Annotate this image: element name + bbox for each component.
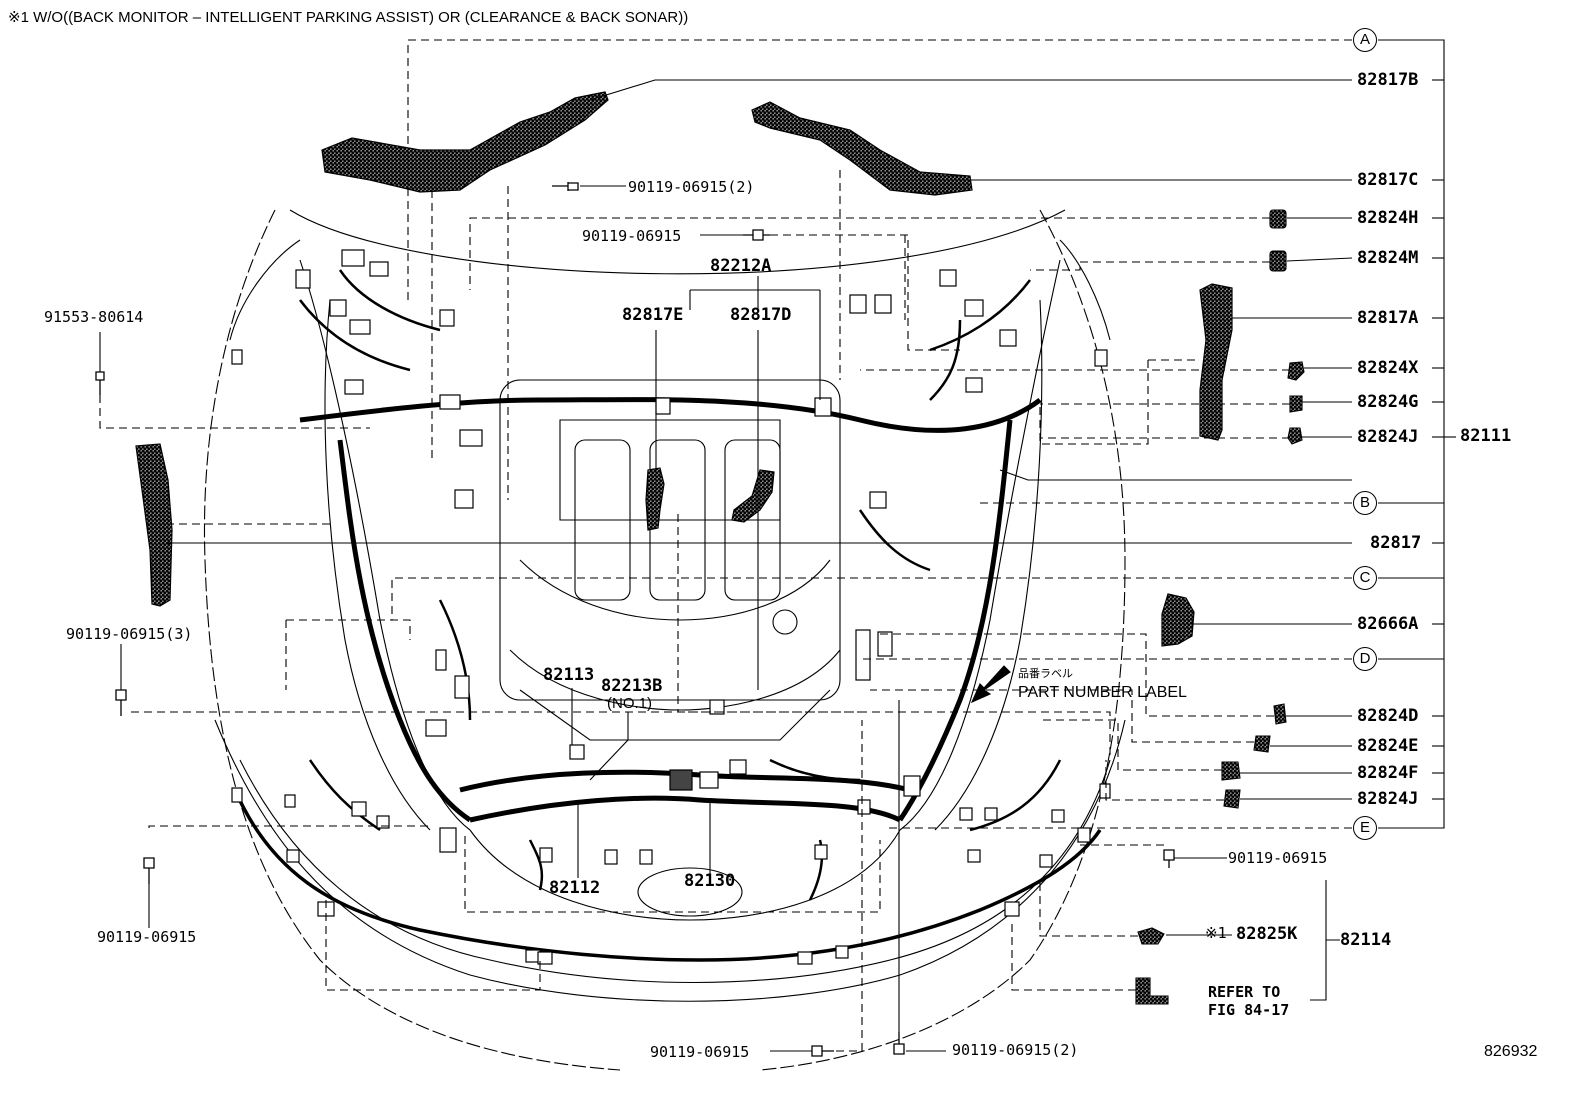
protector-82817A xyxy=(1199,283,1233,441)
part-number-label-jp: 品番ラベル xyxy=(1018,667,1073,680)
protector-82817B xyxy=(321,91,609,193)
connector-group xyxy=(231,249,1111,965)
part-82824J-top: 82824J xyxy=(1357,427,1419,447)
part-82213B: 82213B xyxy=(601,676,663,696)
fender-right xyxy=(934,299,1043,831)
harness-branches xyxy=(299,269,1062,901)
fender-left xyxy=(324,299,431,831)
clip-82824X xyxy=(1287,361,1305,381)
clip-82824J-top xyxy=(1287,427,1303,445)
strut-right xyxy=(1059,239,1111,341)
part-82824D: 82824D xyxy=(1357,706,1419,726)
figure-number: 826932 xyxy=(1484,1043,1538,1060)
part-82817A: 82817A xyxy=(1357,308,1419,328)
part-82114: 82114 xyxy=(1340,930,1392,950)
part-82130: 82130 xyxy=(684,871,736,891)
callout-d: D xyxy=(1353,647,1377,671)
refer-fig-label: FIG 84-17 xyxy=(1208,1001,1290,1019)
part-82824X: 82824X xyxy=(1357,358,1419,378)
bolt-label-left-bottom: 90119-06915 xyxy=(97,928,197,946)
bracket-82111 xyxy=(1378,39,1445,829)
bolt-label-left3: 90119-06915(3) xyxy=(66,625,193,643)
protector-82817-left xyxy=(135,443,173,607)
part-82825K: 82825K xyxy=(1236,924,1298,944)
part-82824G: 82824G xyxy=(1357,392,1419,412)
clip-82824E xyxy=(1253,735,1271,753)
hood-line-inner xyxy=(299,259,471,831)
engine-cover xyxy=(499,379,841,701)
part-82824E: 82824E xyxy=(1357,736,1419,756)
oil-cap xyxy=(772,609,798,635)
clip-82824D xyxy=(1273,703,1287,725)
protector-82817E xyxy=(645,467,665,531)
clip-82824M xyxy=(1269,250,1287,272)
bolt-icon xyxy=(95,182,1175,1057)
bracket-82666A xyxy=(1161,593,1195,647)
bracket-fig84 xyxy=(1135,977,1169,1005)
callout-b: B xyxy=(1353,491,1377,515)
part-82212A: 82212A xyxy=(710,256,772,276)
part-number-label: PART NUMBER LABEL xyxy=(1018,684,1187,701)
bolt-label-mid: 90119-06915 xyxy=(582,227,682,245)
clip-82824H xyxy=(1269,209,1287,229)
part-82112: 82112 xyxy=(549,878,601,898)
bolt-label-bottom-right: 90119-06915(2) xyxy=(952,1041,1079,1059)
protector-82817C xyxy=(751,101,973,196)
callout-c: C xyxy=(1353,566,1377,590)
engine-block-right xyxy=(724,439,781,601)
engine-head xyxy=(519,559,831,621)
part-82817D: 82817D xyxy=(730,305,792,325)
part-82113: 82113 xyxy=(543,665,595,685)
harness-main xyxy=(299,397,1042,823)
part-82213B-sub: (NO.1) xyxy=(607,695,652,712)
protector-82817D xyxy=(731,469,775,523)
engine-bottom-detail xyxy=(519,689,831,741)
part-82817C: 82817C xyxy=(1357,170,1419,190)
part-82817: 82817 xyxy=(1370,533,1422,553)
part-82817B: 82817B xyxy=(1357,70,1419,90)
clip-82824F xyxy=(1221,761,1241,781)
harness-front xyxy=(233,789,1102,962)
engine-lower xyxy=(509,649,841,711)
arrow-icon xyxy=(970,665,1011,704)
clip-82825K xyxy=(1137,927,1165,945)
engine-block-left xyxy=(574,439,631,601)
front-bumper-inner xyxy=(239,759,1111,983)
callout-a: A xyxy=(1353,28,1377,52)
callout-e: E xyxy=(1353,816,1377,840)
bolt-label-right: 90119-06915 xyxy=(1228,849,1328,867)
hood-line-inner-r xyxy=(899,259,1061,831)
part-82817E: 82817E xyxy=(622,305,684,325)
part-82825K-prefix: ※1 xyxy=(1205,924,1227,942)
refer-to-label: REFER TO xyxy=(1208,983,1281,1001)
part-91553: 91553-80614 xyxy=(44,308,144,326)
emblem xyxy=(637,867,743,917)
part-82824F: 82824F xyxy=(1357,763,1419,783)
part-82824H: 82824H xyxy=(1357,208,1419,228)
bolt-label-bottom-left: 90119-06915 xyxy=(650,1043,750,1061)
part-82824J-bot: 82824J xyxy=(1357,789,1419,809)
part-82824M: 82824M xyxy=(1357,248,1419,268)
body-outline-right xyxy=(759,209,1126,1071)
part-82666A: 82666A xyxy=(1357,614,1419,634)
body-outline-left xyxy=(203,209,621,1071)
clip-82824J-bot xyxy=(1223,789,1241,809)
note-text: ※1 W/O((BACK MONITOR – INTELLIGENT PARKI… xyxy=(8,9,689,26)
strut-left xyxy=(229,239,301,341)
part-82111: 82111 xyxy=(1460,426,1512,446)
bolt-label-top: 90119-06915(2) xyxy=(628,178,755,196)
front-grille xyxy=(469,829,901,921)
clip-82824G xyxy=(1289,395,1303,413)
hood-line-upper xyxy=(289,209,1066,275)
